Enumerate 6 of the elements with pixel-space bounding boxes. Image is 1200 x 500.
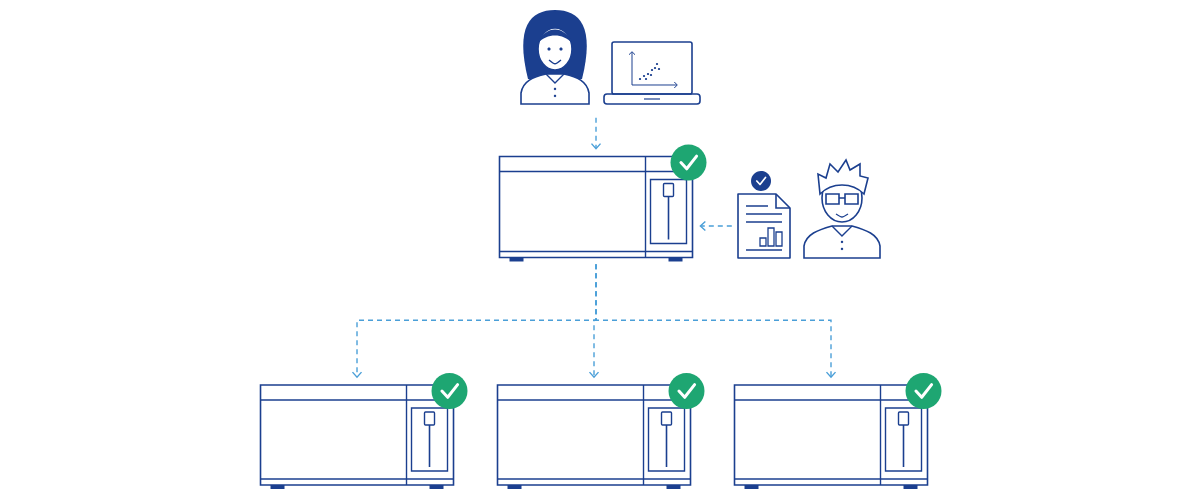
man-drawing <box>803 159 881 259</box>
laptop-drawing <box>603 41 701 105</box>
arrow <box>595 263 837 379</box>
arrow <box>699 220 733 232</box>
woman-drawing <box>520 10 590 105</box>
arrow <box>590 117 602 150</box>
